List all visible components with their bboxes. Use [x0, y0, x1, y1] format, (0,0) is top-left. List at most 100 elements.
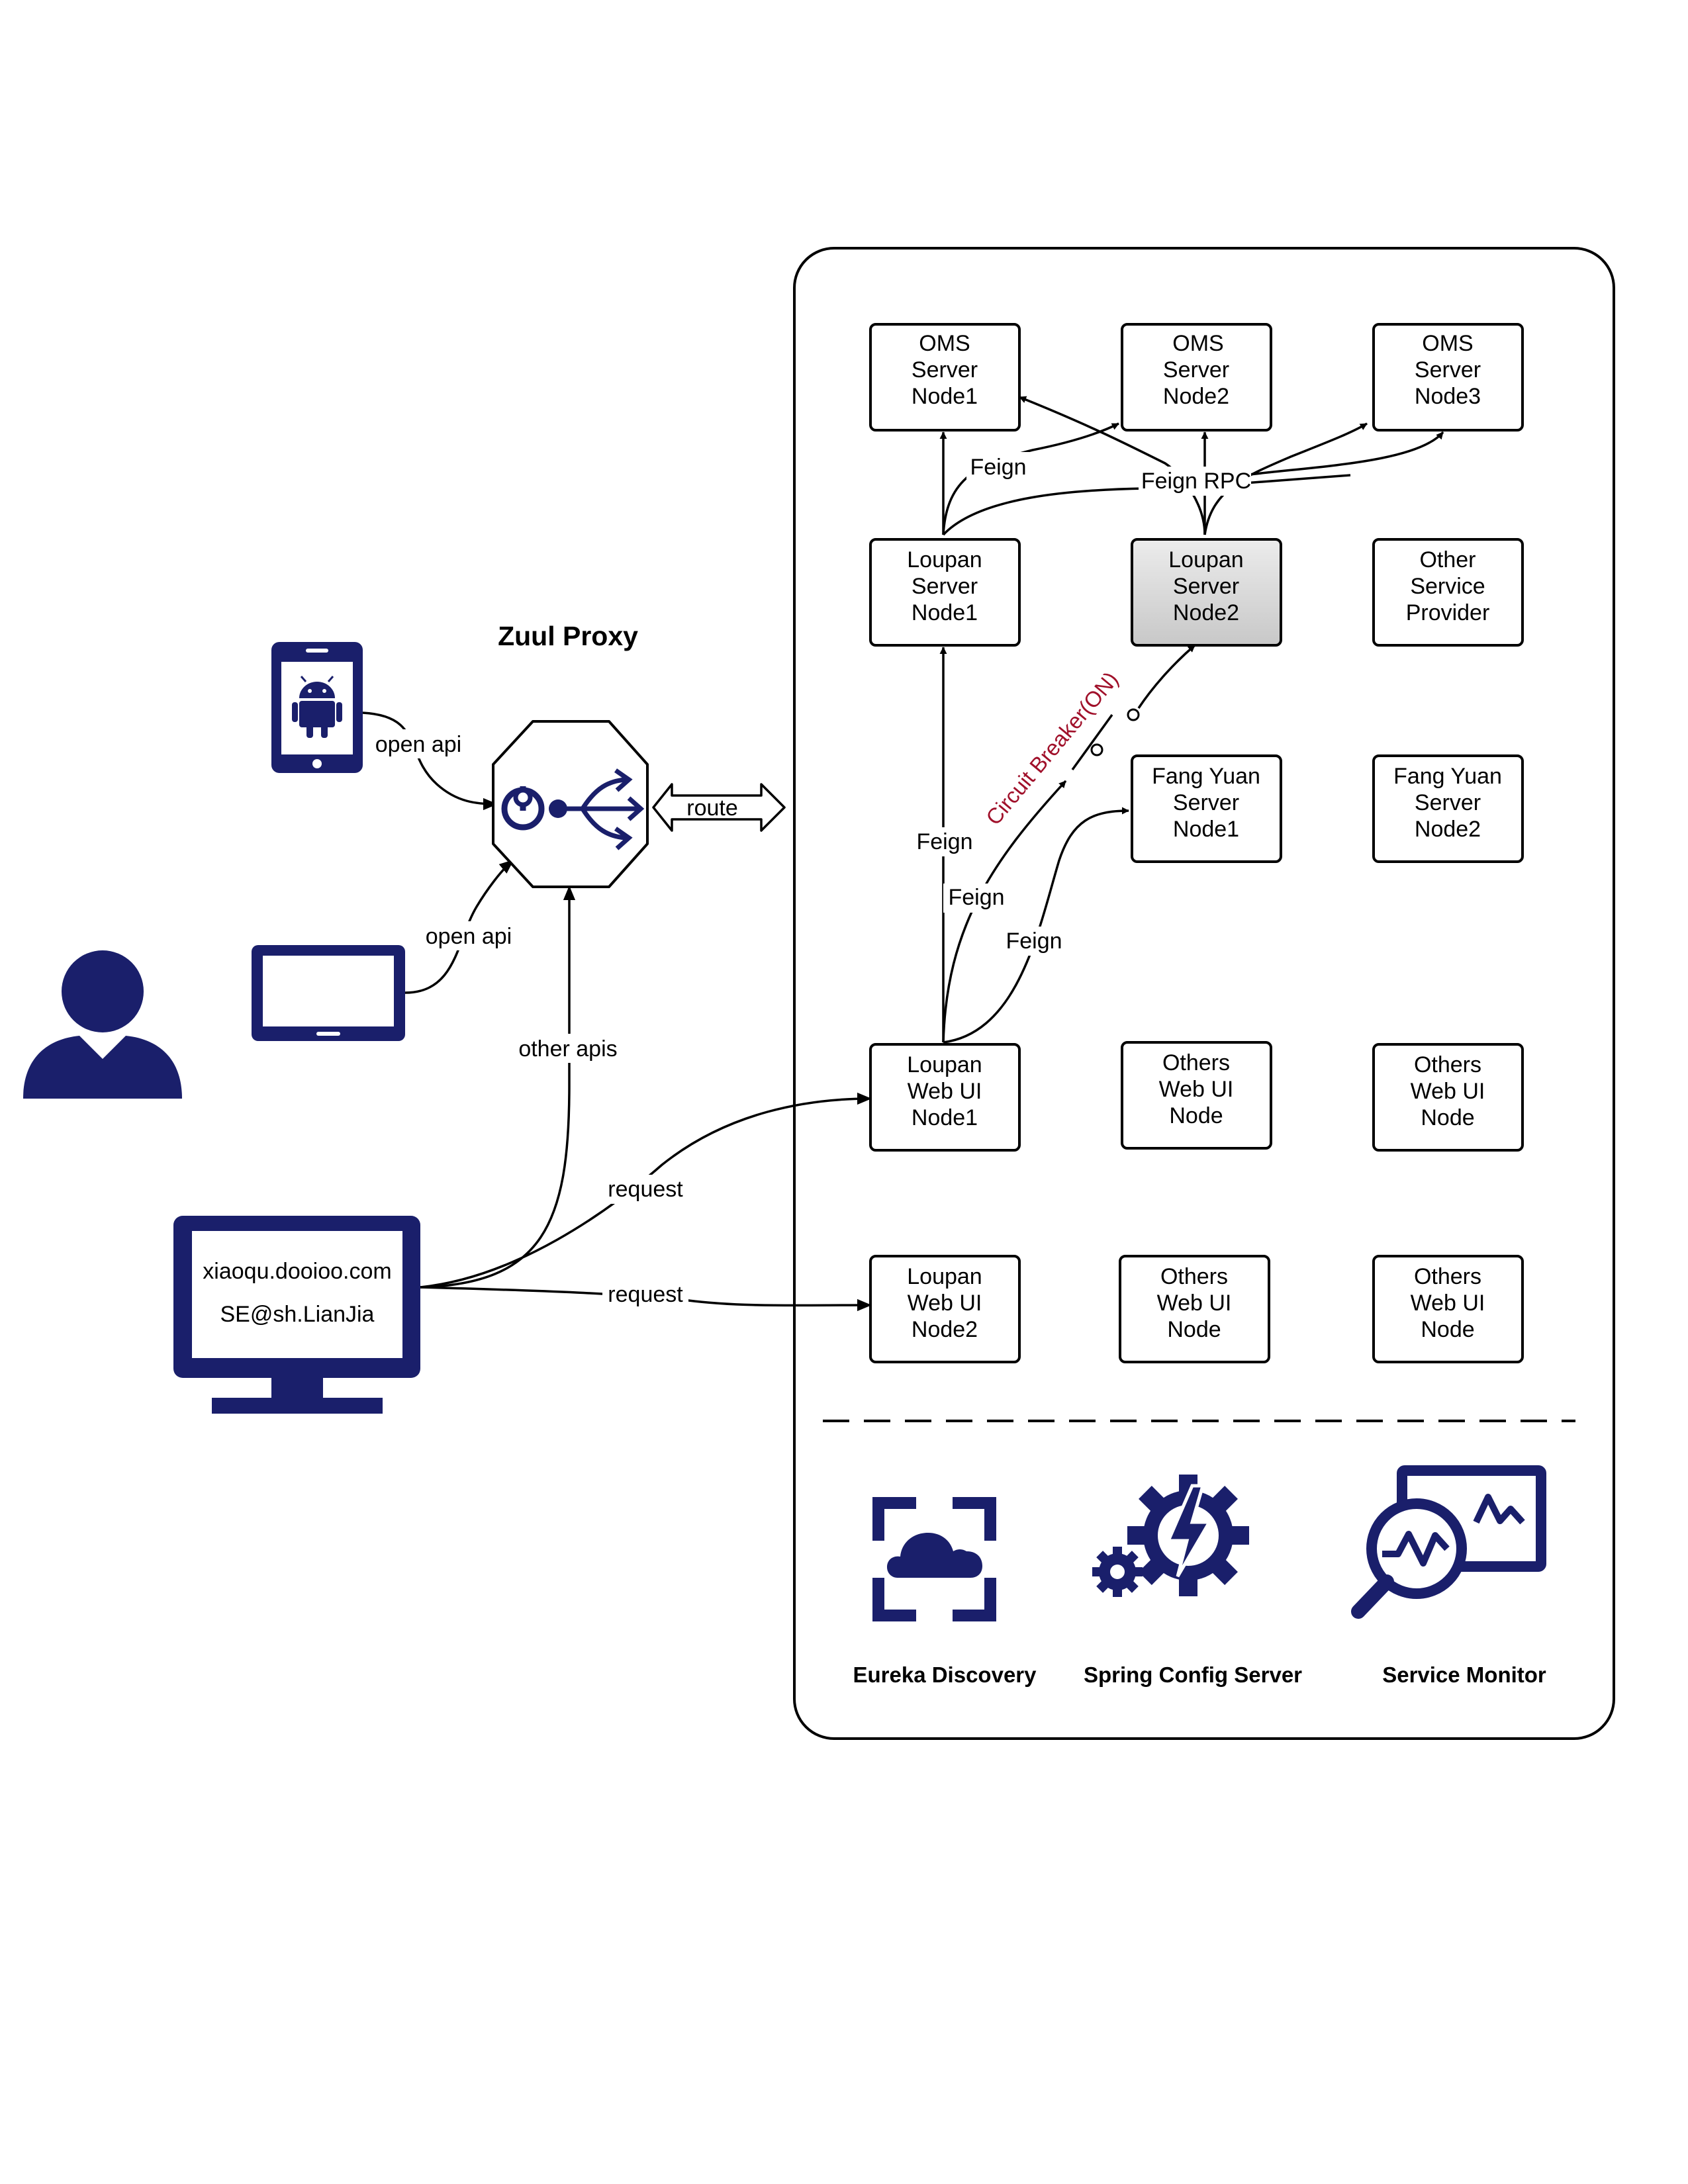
eureka-discovery-label: Eureka Discovery — [853, 1662, 1037, 1687]
breaker-contact-b — [1127, 708, 1140, 721]
svg-text:Node3: Node3 — [1415, 384, 1481, 409]
svg-text:Others: Others — [1162, 1050, 1230, 1075]
svg-text:OMS: OMS — [1172, 331, 1223, 356]
svg-text:Service: Service — [1410, 574, 1485, 599]
svg-text:Other: Other — [1419, 547, 1476, 572]
label-route: route — [686, 796, 738, 821]
svg-text:Web UI: Web UI — [1157, 1291, 1232, 1316]
edge-web1-to-fangyuan1 — [943, 807, 1129, 1044]
zuul-gateway-icon — [501, 768, 645, 850]
node-loupan-web-ui-node2: Loupan Web UI Node2 — [869, 1255, 1021, 1363]
svg-text:Others: Others — [1414, 1052, 1481, 1077]
svg-text:Web UI: Web UI — [908, 1291, 982, 1316]
tablet-icon — [252, 945, 405, 1041]
service-cluster-container — [793, 247, 1615, 1740]
edge-desktop-to-web1 — [420, 1092, 872, 1289]
svg-text:Web UI: Web UI — [1411, 1079, 1485, 1104]
svg-text:Loupan: Loupan — [907, 1264, 982, 1289]
svg-text:Server: Server — [1163, 357, 1229, 383]
svg-text:Loupan: Loupan — [1168, 547, 1243, 572]
node-fang-yuan-server-node1: Fang Yuan Server Node1 — [1131, 754, 1282, 863]
svg-text:OMS: OMS — [919, 331, 970, 356]
desktop-screen-line2: SE@sh.LianJia — [220, 1302, 375, 1327]
svg-text:Node: Node — [1169, 1103, 1223, 1128]
label-feign-loupan: Feign — [916, 829, 972, 854]
svg-text:Web UI: Web UI — [1159, 1077, 1234, 1102]
svg-text:Node1: Node1 — [912, 1105, 978, 1130]
edge-breaker-to-loupan2 — [1137, 644, 1196, 709]
spring-config-gear-icon — [1092, 1475, 1249, 1597]
label-feign-breaker: Feign — [948, 885, 1004, 910]
svg-text:Server: Server — [1415, 357, 1481, 383]
service-monitor-icon — [1351, 1465, 1546, 1619]
svg-text:Node2: Node2 — [1163, 384, 1229, 409]
node-others-web-ui-node-d: Others Web UI Node — [1372, 1255, 1524, 1363]
label-feign-rpc: Feign RPC — [1141, 469, 1251, 494]
svg-text:Fang Yuan: Fang Yuan — [1393, 764, 1502, 789]
svg-text:Loupan: Loupan — [907, 1052, 982, 1077]
zuul-proxy-title: Zuul Proxy — [498, 621, 638, 651]
svg-text:Node1: Node1 — [912, 384, 978, 409]
svg-text:Loupan: Loupan — [907, 547, 982, 572]
node-oms-server-node2: OMS Server Node2 — [1121, 323, 1272, 432]
edge-loupan1-feign-rpc — [942, 474, 1351, 536]
svg-text:Provider: Provider — [1406, 600, 1490, 625]
android-robot-icon — [292, 676, 342, 738]
svg-text:Server: Server — [1415, 790, 1481, 815]
service-monitor-label: Service Monitor — [1382, 1662, 1546, 1687]
edge-loupan2-to-oms3 — [1203, 422, 1368, 535]
svg-text:Fang Yuan: Fang Yuan — [1152, 764, 1260, 789]
node-loupan-server-node2: Loupan Server Node2 — [1131, 538, 1282, 647]
svg-text:Node2: Node2 — [1173, 600, 1239, 625]
label-request-web1: request — [608, 1177, 683, 1202]
svg-text:Web UI: Web UI — [908, 1079, 982, 1104]
spring-config-server-label: Spring Config Server — [1084, 1662, 1302, 1687]
svg-text:Node: Node — [1421, 1105, 1474, 1130]
label-other-apis: other apis — [518, 1036, 617, 1062]
breaker-contact-a — [1090, 743, 1103, 756]
node-others-web-ui-node-b: Others Web UI Node — [1372, 1043, 1524, 1152]
breaker-switch-arm — [1071, 713, 1113, 771]
svg-text:Node: Node — [1421, 1317, 1474, 1342]
user-avatar-icon — [23, 950, 182, 1099]
svg-text:Node1: Node1 — [912, 600, 978, 625]
desktop-screen-line1: xiaoqu.dooioo.com — [203, 1259, 391, 1284]
eureka-cloud-icon — [872, 1497, 996, 1621]
node-other-service-provider: Other Service Provider — [1372, 538, 1524, 647]
edge-loupan1-to-oms2 — [942, 422, 1119, 535]
node-oms-server-node1: OMS Server Node1 — [869, 323, 1021, 432]
zuul-proxy-node — [492, 720, 649, 888]
svg-text:Node1: Node1 — [1173, 817, 1239, 842]
svg-text:Server: Server — [1173, 790, 1239, 815]
svg-text:Web UI: Web UI — [1411, 1291, 1485, 1316]
edge-rpc-to-oms3 — [1244, 431, 1444, 477]
edge-loupan2-to-oms1 — [1019, 396, 1206, 535]
edge-tablet-to-zuul — [404, 859, 514, 994]
node-others-web-ui-node-a: Others Web UI Node — [1121, 1041, 1272, 1150]
edge-phone-to-zuul — [362, 711, 498, 811]
svg-text:Node2: Node2 — [1415, 817, 1481, 842]
svg-text:Server: Server — [912, 357, 978, 383]
node-loupan-web-ui-node1: Loupan Web UI Node1 — [869, 1043, 1021, 1152]
svg-text:Others: Others — [1160, 1264, 1228, 1289]
label-request-web2: request — [608, 1282, 683, 1307]
svg-text:Server: Server — [912, 574, 978, 599]
svg-text:Node2: Node2 — [912, 1317, 978, 1342]
android-phone-icon — [271, 642, 363, 773]
desktop-monitor-icon — [173, 1216, 420, 1414]
label-feign-fangyuan: Feign — [1006, 929, 1062, 954]
node-loupan-server-node1: Loupan Server Node1 — [869, 538, 1021, 647]
edge-desktop-to-zuul — [420, 886, 576, 1289]
node-fang-yuan-server-node2: Fang Yuan Server Node2 — [1372, 754, 1524, 863]
svg-text:OMS: OMS — [1422, 331, 1473, 356]
svg-text:Server: Server — [1173, 574, 1239, 599]
label-feign-oms: Feign — [970, 455, 1026, 480]
route-double-arrow — [652, 783, 786, 832]
label-open-api-phone: open api — [375, 732, 461, 757]
label-open-api-tablet: open api — [426, 924, 512, 949]
node-oms-server-node3: OMS Server Node3 — [1372, 323, 1524, 432]
svg-text:Node: Node — [1167, 1317, 1221, 1342]
node-others-web-ui-node-c: Others Web UI Node — [1119, 1255, 1270, 1363]
svg-text:Others: Others — [1414, 1264, 1481, 1289]
